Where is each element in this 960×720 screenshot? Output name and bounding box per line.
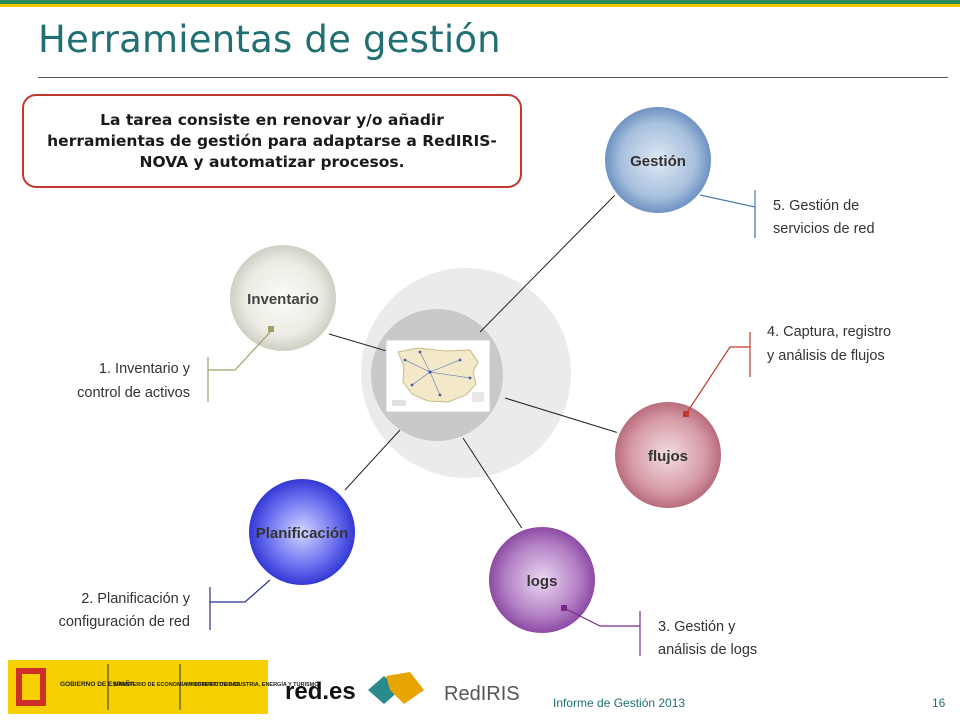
node-inventario: Inventario	[227, 242, 339, 354]
label-gestion-line1: 5. Gestión de	[773, 198, 859, 214]
line-logs	[462, 437, 524, 531]
label-logs-line1: 3. Gestión y	[658, 619, 736, 635]
label-inventario: 1. Inventario y control de activos	[77, 361, 191, 401]
label-logs-line2: análisis de logs	[658, 642, 757, 658]
line-flujos	[504, 397, 623, 435]
logo-ministerio-industria-text: MINISTERIO DE INDUSTRIA, ENERGÍA Y TURIS…	[186, 680, 319, 688]
label-gestion: 5. Gestión de servicios de red	[773, 198, 875, 237]
node-gestion-label: Gestión	[630, 153, 686, 170]
node-planificacion-label: Planificación	[256, 525, 349, 542]
title-divider	[38, 77, 948, 78]
label-gestion-line2: servicios de red	[773, 221, 875, 237]
label-inventario-line2: control de activos	[77, 385, 190, 401]
node-planificacion: Planificación	[246, 476, 358, 588]
node-inventario-label: Inventario	[247, 291, 319, 308]
node-gestion: Gestión	[602, 104, 714, 216]
node-flujos-label: flujos	[648, 448, 688, 465]
logo-redes: red.es	[285, 678, 356, 705]
marker-inventario	[268, 326, 274, 332]
logo-rediris-mark	[368, 672, 424, 704]
footer-page-number: 16	[932, 696, 946, 710]
leader-gestion	[699, 194, 756, 238]
top-bar-green	[0, 0, 960, 4]
node-logs-label: logs	[527, 573, 558, 590]
logo-gobierno-text: GOBIERNO DE ESPAÑA	[60, 679, 135, 688]
intro-callout: La tarea consiste en renovar y/o añadir …	[22, 94, 522, 188]
marker-logs	[561, 605, 567, 611]
leader-logs	[563, 607, 640, 627]
label-flujos: 4. Captura, registro y análisis de flujo…	[767, 324, 891, 364]
label-flujos-line1: 4. Captura, registro	[767, 324, 891, 340]
label-planificacion-line1: 2. Planificación y	[81, 591, 191, 607]
logo-rediris: RedIRIS	[444, 683, 520, 705]
label-logs: 3. Gestión y análisis de logs	[658, 619, 757, 658]
label-inventario-line1: 1. Inventario y	[99, 361, 191, 377]
line-planificacion	[344, 429, 401, 491]
label-planificacion-line2: configuración de red	[59, 614, 190, 630]
spain-map-image	[385, 339, 491, 413]
logo-ministerio-economia-text: MINISTERIO DE ECONOMÍA Y COMPETITIVIDAD	[114, 680, 240, 688]
node-logs: logs	[486, 524, 598, 636]
footer-report-title: Informe de Gestión 2013	[553, 696, 686, 710]
label-planificacion: 2. Planificación y configuración de red	[59, 591, 191, 630]
node-flujos: flujos	[612, 399, 724, 511]
top-bar-yellow	[0, 4, 960, 7]
marker-flujos	[683, 411, 689, 417]
leader-flujos	[685, 346, 750, 415]
logo-gobierno: GOBIERNO DE ESPAÑA MINISTERIO DE ECONOMÍ…	[8, 660, 319, 714]
page-title: Herramientas de gestión	[38, 18, 501, 61]
line-gestion	[479, 194, 616, 333]
line-inventario	[328, 333, 391, 353]
leader-inventario	[208, 329, 273, 371]
label-flujos-line2: y análisis de flujos	[767, 348, 885, 364]
leader-planificacion	[210, 579, 271, 603]
